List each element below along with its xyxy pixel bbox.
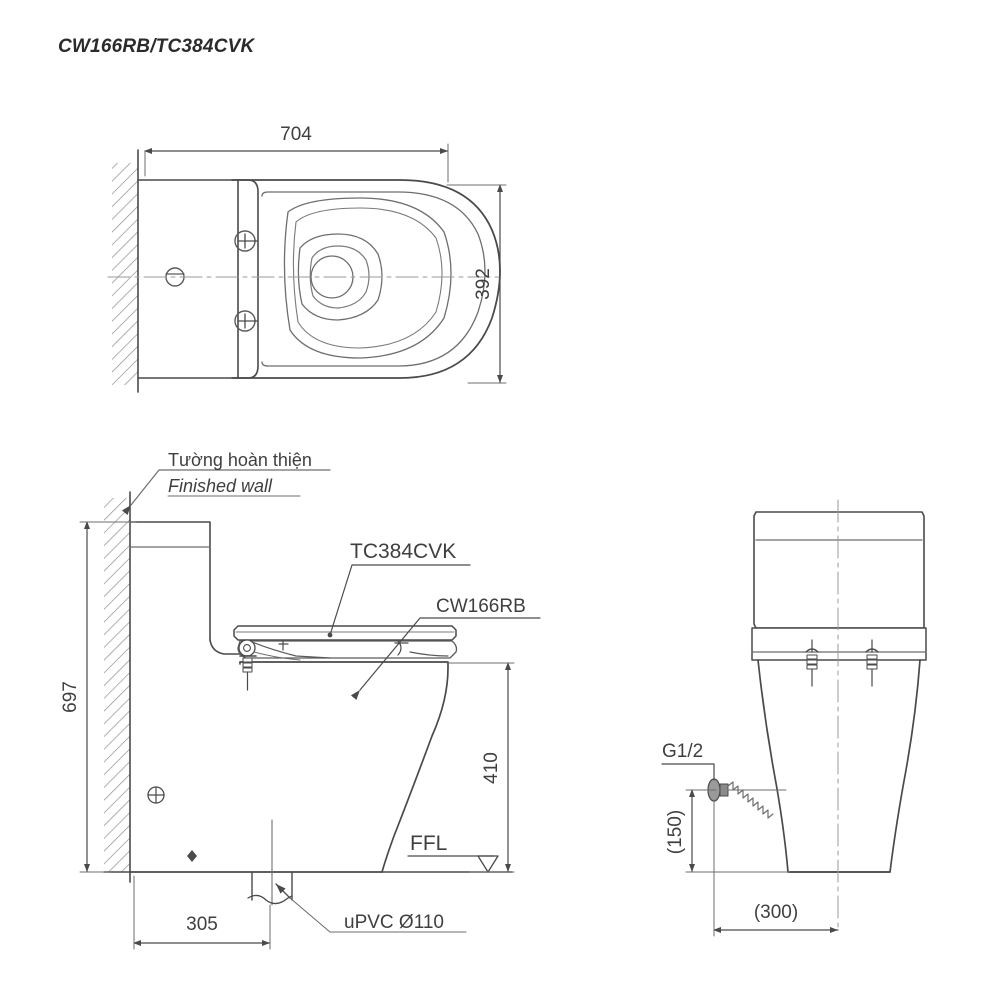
top-view-tank bbox=[137, 179, 259, 379]
top-view-bowl bbox=[107, 179, 501, 379]
front-view-bowl bbox=[757, 659, 921, 873]
dimension-300: (300) bbox=[713, 799, 839, 937]
top-view-wall bbox=[112, 149, 139, 393]
dimension-150: (150) bbox=[665, 789, 791, 873]
side-view-labels: Tường hoàn thiện Finished wall TC384CVK … bbox=[121, 450, 541, 933]
front-view-inlet bbox=[707, 778, 787, 819]
dimension-704: 704 bbox=[144, 124, 449, 183]
dimension-150-label: (150) bbox=[665, 810, 686, 854]
floor-reference-marker bbox=[187, 850, 197, 862]
side-view: Tường hoàn thiện Finished wall TC384CVK … bbox=[60, 450, 541, 950]
side-view-drain-pipe bbox=[247, 819, 293, 906]
dimension-305: 305 bbox=[133, 875, 271, 950]
dimension-305-label: 305 bbox=[186, 914, 218, 935]
dimension-697-label: 697 bbox=[60, 681, 81, 713]
front-view-tank bbox=[753, 511, 925, 629]
dimension-300-label: (300) bbox=[754, 902, 798, 923]
label-cw166rb: CW166RB bbox=[350, 596, 541, 700]
dimension-697: 697 bbox=[60, 521, 137, 873]
top-view: 704 392 bbox=[107, 124, 507, 393]
label-finished-wall-en: Finished wall bbox=[168, 476, 273, 496]
front-view: G1/2 (150) (300) bbox=[661, 499, 927, 937]
label-ffl: FFL bbox=[407, 832, 499, 873]
label-tc384cvk: TC384CVK bbox=[327, 540, 471, 638]
label-g12-text: G1/2 bbox=[662, 741, 703, 762]
dimension-410: 410 bbox=[446, 662, 515, 873]
front-view-seat-bolts bbox=[805, 639, 879, 687]
side-view-seat bbox=[233, 625, 458, 691]
dimension-410-label: 410 bbox=[481, 752, 502, 784]
side-view-wall-bolt bbox=[147, 786, 165, 804]
dimension-392-label: 392 bbox=[473, 268, 494, 300]
label-cw166rb-text: CW166RB bbox=[436, 596, 526, 617]
side-view-wall bbox=[104, 491, 131, 883]
front-view-rim bbox=[751, 627, 927, 661]
label-upvc-text: uPVC Ø110 bbox=[344, 912, 444, 933]
seat-fixing-bolt-left bbox=[239, 655, 257, 691]
label-g12: G1/2 bbox=[661, 741, 715, 781]
label-upvc: uPVC Ø110 bbox=[289, 897, 467, 933]
side-view-tank bbox=[129, 521, 241, 655]
top-view-hinge-bolts bbox=[234, 230, 259, 332]
label-ffl-text: FFL bbox=[410, 832, 447, 855]
page-title: CW166RB/TC384CVK bbox=[58, 36, 255, 57]
dimension-392: 392 bbox=[446, 184, 507, 384]
dimension-704-label: 704 bbox=[280, 124, 312, 145]
label-tc384cvk-text: TC384CVK bbox=[350, 540, 456, 563]
label-finished-wall: Tường hoàn thiện Finished wall bbox=[121, 450, 331, 516]
side-view-bowl bbox=[129, 661, 449, 873]
label-finished-wall-vn: Tường hoàn thiện bbox=[168, 450, 312, 470]
